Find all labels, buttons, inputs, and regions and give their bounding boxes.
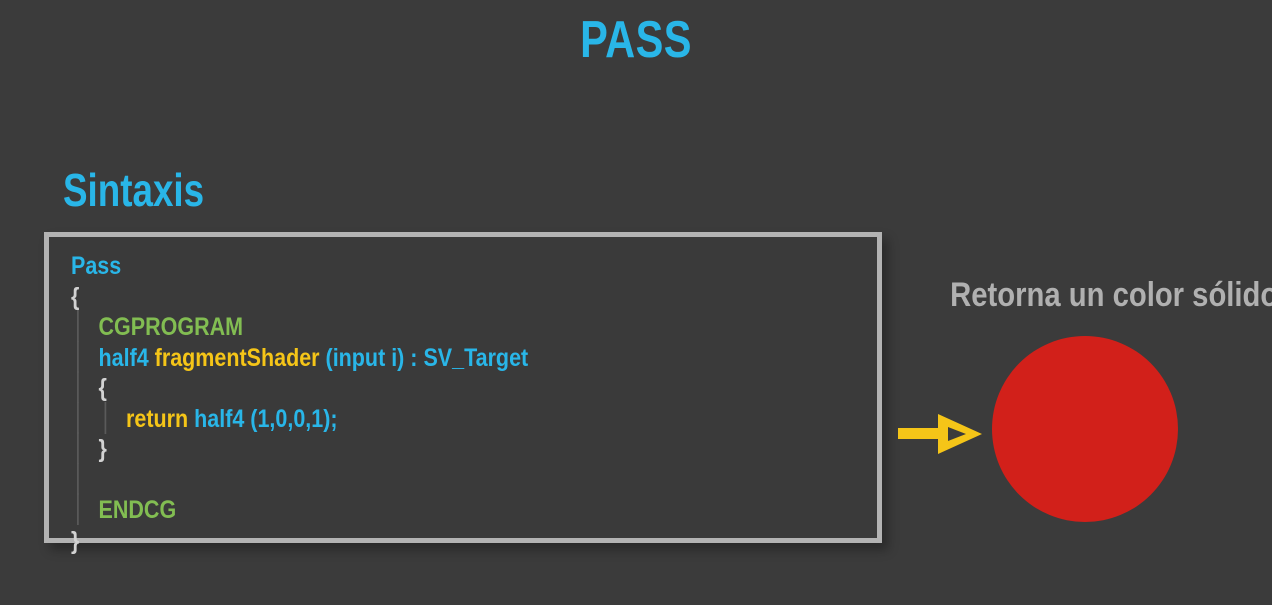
indent-guide [77, 401, 79, 434]
code-token: return [126, 404, 195, 433]
code-token: } [71, 526, 80, 555]
code-line: } [71, 432, 764, 465]
code-token: half4 [98, 343, 155, 372]
code-line: half4 fragmentShader (input i) : SV_Targ… [71, 340, 764, 374]
code-line: { [71, 282, 764, 313]
result-color-swatch [992, 336, 1178, 522]
code-token: half4 (1,0,0,1); [194, 404, 338, 433]
code-token: fragmentShader [154, 343, 326, 372]
result-caption: Retorna un color sólido [950, 276, 1272, 314]
flow-arrow-icon [898, 410, 984, 458]
indent-guide [77, 371, 79, 403]
indent-guide [77, 493, 79, 525]
section-heading-sintaxis: Sintaxis [63, 164, 205, 216]
code-token: (input i) : SV_Target [325, 343, 529, 372]
code-line [71, 462, 764, 496]
code-token: { [98, 374, 107, 402]
page-title: PASS [580, 11, 692, 69]
indent-guide [77, 310, 79, 342]
code-token: Pass [71, 252, 122, 280]
code-line: Pass [71, 251, 764, 282]
indent-guide [77, 432, 79, 464]
indent-guide [77, 340, 79, 373]
code-line: { [71, 371, 764, 404]
code-token: ENDCG [98, 496, 177, 524]
code-token: { [71, 282, 80, 311]
code-line: ENDCG [71, 493, 764, 526]
code-line: return half4 (1,0,0,1); [71, 401, 764, 435]
code-line: } [71, 526, 764, 557]
code-line: CGPROGRAM [71, 310, 764, 343]
indent-guide [77, 462, 79, 495]
indent-guide [104, 401, 107, 434]
code-token: } [98, 435, 107, 463]
code-token: CGPROGRAM [98, 313, 244, 341]
